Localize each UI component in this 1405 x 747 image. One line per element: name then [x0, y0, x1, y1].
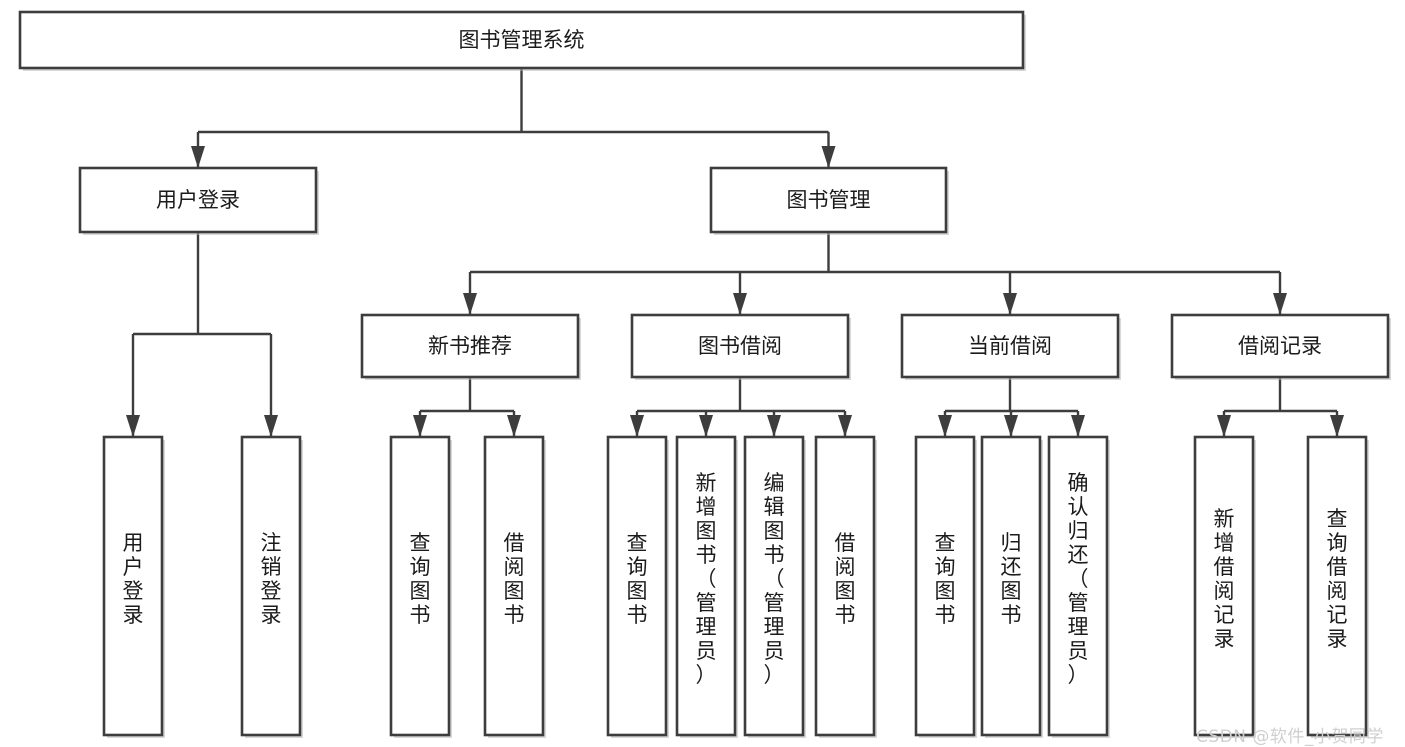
arrow-head-icon	[821, 146, 836, 168]
arrow-head-icon	[838, 415, 852, 437]
arrow-head-icon	[1330, 415, 1344, 437]
arrow-head-icon	[463, 293, 477, 315]
node-label: 借阅图书	[504, 531, 525, 627]
node-label: 新书推荐	[428, 334, 512, 358]
node-book-borrow[interactable]: 图书借阅	[630, 313, 851, 380]
node-label: 借阅图书	[835, 531, 856, 627]
node-label: 查询借阅记录	[1327, 507, 1348, 651]
node-edit-book-admin[interactable]: 编辑图书（管理员）	[743, 435, 806, 738]
node-label: 当前借阅	[968, 334, 1052, 358]
node-add-book-admin[interactable]: 新增图书（管理员）	[675, 435, 738, 738]
arrow-head-icon	[733, 293, 747, 315]
arrow-head-icon	[630, 415, 644, 437]
node-label: 借阅记录	[1238, 334, 1322, 358]
node-book-management[interactable]: 图书管理	[709, 166, 949, 235]
node-query-borrow-record[interactable]: 查询借阅记录	[1306, 435, 1369, 738]
node-user-logout[interactable]: 注销登录	[240, 435, 303, 738]
node-label: 图书管理	[787, 188, 871, 212]
arrow-head-icon	[413, 415, 427, 437]
node-label: 用户登录	[156, 188, 240, 212]
arrow-head-icon	[767, 415, 781, 437]
node-label: 编辑图书（管理员）	[764, 471, 785, 687]
arrow-head-icon	[1217, 415, 1231, 437]
node-label: 查询图书	[935, 531, 956, 627]
arrow-head-icon	[191, 146, 205, 168]
node-label: 归还图书	[1001, 531, 1022, 627]
boxes-layer: 图书管理系统用户登录用户登录注销登录图书管理新书推荐查询图书借阅图书图书借阅查询…	[18, 10, 1391, 738]
node-label: 用户登录	[123, 531, 144, 627]
connectors-layer	[126, 68, 1344, 437]
node-label: 确认归还（管理员）	[1068, 471, 1089, 687]
node-borrow-book-2[interactable]: 借阅图书	[814, 435, 877, 738]
node-borrow-records[interactable]: 借阅记录	[1170, 313, 1391, 380]
node-label: 图书管理系统	[459, 28, 585, 52]
node-user-login[interactable]: 用户登录	[78, 166, 319, 235]
node-label: 查询图书	[410, 531, 431, 627]
arrow-head-icon	[507, 415, 521, 437]
node-return-book[interactable]: 归还图书	[980, 435, 1043, 738]
node-add-borrow-record[interactable]: 新增借阅记录	[1193, 435, 1256, 738]
arrow-head-icon	[264, 415, 278, 437]
node-root[interactable]: 图书管理系统	[18, 10, 1026, 71]
node-query-book-1[interactable]: 查询图书	[389, 435, 452, 738]
node-label: 新增图书（管理员）	[696, 471, 717, 687]
arrow-head-icon	[938, 415, 952, 437]
arrow-head-icon	[1003, 293, 1017, 315]
node-confirm-return-admin[interactable]: 确认归还（管理员）	[1047, 435, 1110, 738]
node-borrow-book-1[interactable]: 借阅图书	[483, 435, 546, 738]
arrow-head-icon	[1004, 415, 1018, 437]
arrow-head-icon	[1071, 415, 1085, 437]
node-label: 图书借阅	[698, 334, 782, 358]
node-current-borrow[interactable]: 当前借阅	[900, 313, 1121, 380]
arrow-head-icon	[699, 415, 713, 437]
node-new-book-recommend[interactable]: 新书推荐	[360, 313, 581, 380]
node-label: 新增借阅记录	[1214, 507, 1235, 651]
arrow-head-icon	[1273, 293, 1287, 315]
node-label: 注销登录	[261, 531, 282, 627]
node-label: 查询图书	[627, 531, 648, 627]
arrow-head-icon	[126, 415, 140, 437]
node-query-book-2[interactable]: 查询图书	[606, 435, 669, 738]
node-query-book-3[interactable]: 查询图书	[914, 435, 977, 738]
node-user-login-do[interactable]: 用户登录	[102, 435, 165, 738]
